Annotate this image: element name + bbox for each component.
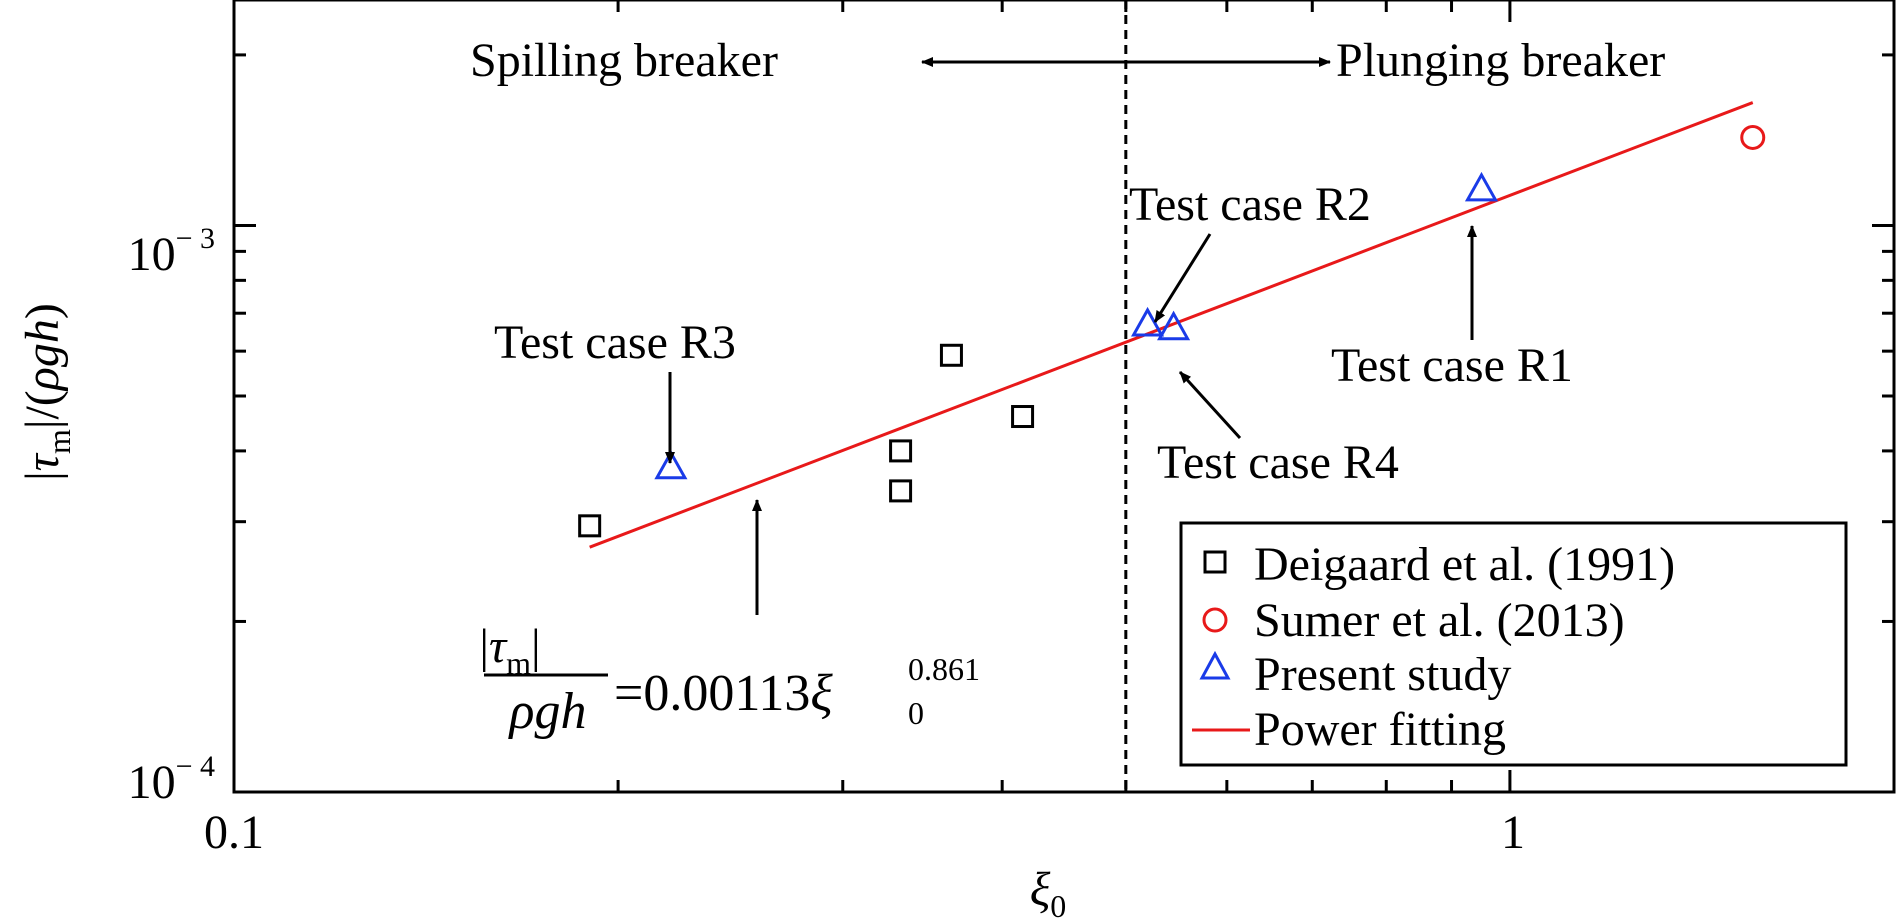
- fit-layer: [589, 101, 1754, 549]
- test-case-r2-arrow: [1153, 233, 1212, 323]
- fit-equation-numerator: |τm|: [479, 620, 540, 681]
- deigaard-square-point: [889, 439, 913, 463]
- y-tick-label-1e-3: 10− 3: [128, 222, 215, 281]
- present-study-triangle-point: [654, 449, 688, 480]
- legend-triangle-icon: [1199, 650, 1231, 680]
- test-case-r3-label: Test case R3: [494, 316, 736, 369]
- x-axis-label: ξ0: [1030, 863, 1067, 923]
- regime-left-label: Spilling breaker: [470, 34, 778, 87]
- fit-equation: |τm| ρgh =0.00113ξ 0.861 0: [479, 620, 980, 740]
- test-case-r4-arrow: [1178, 370, 1242, 440]
- fit-equation-exponent: 0.861: [908, 651, 980, 687]
- deigaard-square-point: [939, 343, 963, 367]
- test-case-r2-label: Test case R2: [1129, 178, 1371, 231]
- axis-ticks: [232, 0, 1896, 794]
- test-case-r4-label: Test case R4: [1157, 436, 1399, 489]
- test-case-r1-label: Test case R1: [1331, 339, 1573, 392]
- legend-box: [1179, 521, 1848, 767]
- legend-label-present: Present study: [1254, 648, 1511, 701]
- fit-equation-denominator: ρgh: [508, 683, 587, 740]
- y-tick-label-1e-4: 10− 4: [128, 750, 215, 809]
- power-fit-line: [589, 101, 1754, 549]
- sumer-circle-point: [1740, 124, 1766, 150]
- deigaard-square-point: [889, 479, 913, 503]
- legend: Deigaard et al. (1991) Sumer et al. (201…: [1179, 521, 1848, 767]
- legend-label-sumer: Sumer et al. (2013): [1254, 594, 1625, 647]
- fit-equation-rhs: =0.00113ξ: [614, 665, 833, 722]
- legend-circle-icon: [1202, 607, 1228, 633]
- regime-right-label: Plunging breaker: [1336, 34, 1665, 87]
- deigaard-square-point: [578, 514, 602, 538]
- present-study-triangle-point: [1464, 171, 1499, 202]
- deigaard-square-point: [1011, 405, 1035, 429]
- y-axis-label: |τm|/(ρgh): [16, 303, 77, 481]
- legend-square-icon: [1203, 550, 1227, 574]
- present-study-triangle-point: [1157, 310, 1191, 341]
- legend-label-deigaard: Deigaard et al. (1991): [1254, 538, 1675, 591]
- legend-label-fit: Power fitting: [1254, 703, 1506, 756]
- x-tick-label-0.1: 0.1: [204, 806, 264, 859]
- fit-equation-xi-subscript: 0: [908, 695, 924, 731]
- x-tick-label-1: 1: [1501, 806, 1525, 859]
